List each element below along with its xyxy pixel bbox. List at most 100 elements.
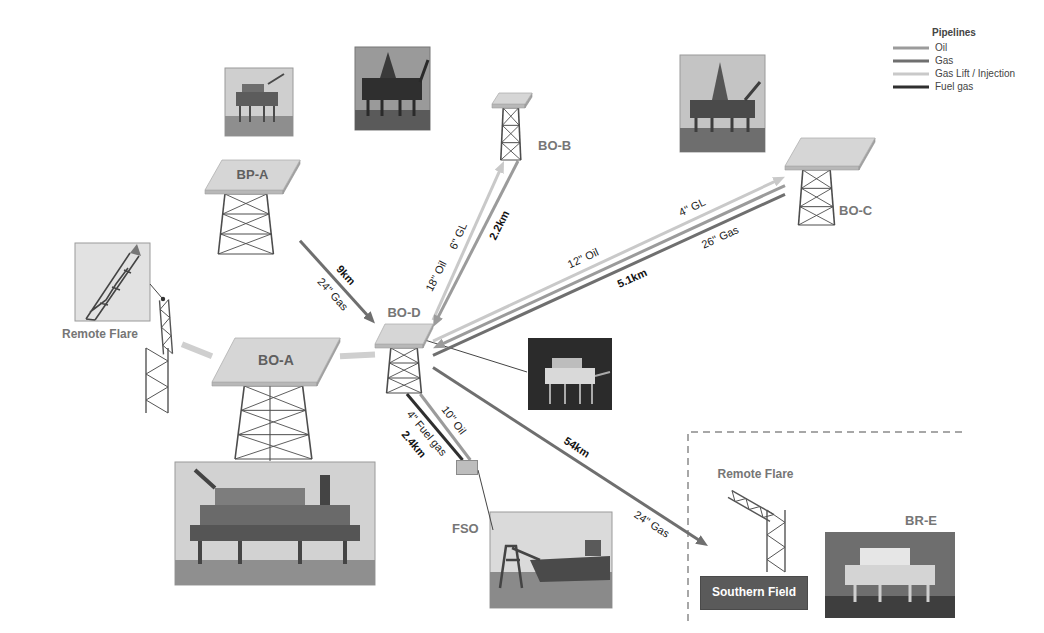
jacket-brace xyxy=(389,348,417,363)
platform-module xyxy=(242,84,264,92)
platform-deck xyxy=(236,92,278,106)
platform-name: BO-A xyxy=(258,352,294,368)
jacket-brace xyxy=(225,194,269,214)
jacket-brace xyxy=(800,206,833,207)
lattice-brace xyxy=(732,491,774,518)
box-outline xyxy=(457,461,478,475)
jacket-brace xyxy=(238,434,309,435)
jacket-leg xyxy=(267,194,274,254)
jacket-brace xyxy=(223,214,269,215)
deck-top xyxy=(785,138,875,166)
jacket-brace xyxy=(502,108,518,125)
platform-name: BR-E xyxy=(905,514,937,529)
sea xyxy=(680,128,765,152)
gas-pipeline xyxy=(300,241,372,320)
platform-name: BO-D xyxy=(387,306,420,321)
remote-flare: Remote Flare xyxy=(708,468,803,572)
platform-tower xyxy=(320,475,330,505)
lattice-brace xyxy=(767,510,785,572)
lattice-rail xyxy=(168,300,172,354)
legend-text: Fuel gas xyxy=(935,81,973,93)
leader-line xyxy=(150,284,527,530)
jacket-brace xyxy=(502,142,520,143)
flare-tip xyxy=(130,244,141,256)
platform: BP-A xyxy=(205,160,300,255)
jacket-brace xyxy=(502,143,521,160)
jacket-brace xyxy=(801,188,833,206)
platform-deck xyxy=(362,78,422,100)
region-outline xyxy=(688,432,962,622)
distance-label: 2.2km xyxy=(486,206,513,243)
jacket-brace xyxy=(388,378,420,379)
sea xyxy=(225,116,293,136)
platform: BO-A xyxy=(212,338,340,460)
node-shape xyxy=(492,93,532,161)
gas-lift-pipeline xyxy=(433,166,502,321)
box-outline xyxy=(701,577,808,610)
jacket-brace xyxy=(389,363,420,378)
platform-photo xyxy=(175,462,375,585)
remote-flare: Remote Flare xyxy=(62,288,182,413)
flare-boom xyxy=(86,253,139,320)
platform-photo xyxy=(528,338,612,410)
derrick xyxy=(712,62,728,100)
jacket-brace xyxy=(391,348,419,363)
jacket-brace xyxy=(241,410,309,434)
jacket-brace xyxy=(799,207,834,225)
platform-legs xyxy=(368,60,428,116)
jacket xyxy=(387,348,422,393)
legend-line xyxy=(893,47,929,50)
jacket xyxy=(501,108,521,160)
jacket-brace xyxy=(502,125,520,142)
deck-front xyxy=(785,166,859,170)
deck-top xyxy=(375,324,433,344)
oil-pipeline xyxy=(438,186,785,347)
photo-frame xyxy=(490,512,612,608)
jacket-brace xyxy=(503,108,519,125)
fso-photo xyxy=(490,512,612,608)
gas-lift-pipeline xyxy=(433,179,780,341)
jacket-brace xyxy=(241,386,302,410)
jacket-brace xyxy=(800,207,835,225)
platform-photo xyxy=(225,68,293,136)
platform-deck xyxy=(690,100,755,118)
lattice-rail xyxy=(145,348,146,413)
jacket-brace xyxy=(389,363,418,364)
leader-dot xyxy=(161,297,165,301)
photo-frame xyxy=(528,338,612,410)
jacket-leg xyxy=(501,108,503,160)
jacket-leg xyxy=(799,170,803,225)
distance-label: 5.1km xyxy=(613,265,650,291)
deck-front xyxy=(375,344,423,348)
lattice-rail xyxy=(167,348,168,413)
field-name: Southern Field xyxy=(712,586,796,600)
jacket xyxy=(218,194,273,254)
gas-pipeline xyxy=(433,194,785,355)
jacket-brace xyxy=(501,160,521,161)
vessel-name: FSO xyxy=(452,522,479,537)
legend-text: Gas Lift / Injection xyxy=(935,68,1015,80)
platform-module xyxy=(860,548,910,565)
legend-line xyxy=(893,60,929,63)
jacket-brace xyxy=(501,143,520,160)
pipe-label: 12" Oil xyxy=(564,245,602,271)
jacket-brace xyxy=(221,234,272,235)
platform-photo xyxy=(355,47,430,130)
lattice-brace xyxy=(146,348,168,413)
jacket-brace xyxy=(502,125,520,142)
legend-line xyxy=(893,86,929,89)
legend-title: Pipelines xyxy=(932,27,976,38)
platform-module xyxy=(552,358,582,368)
platform-module xyxy=(215,488,305,505)
legend-line xyxy=(893,73,929,76)
node-shape xyxy=(62,288,182,413)
jacket-leg xyxy=(303,386,312,459)
flare-name: Remote Flare xyxy=(62,328,138,342)
photo-frame xyxy=(225,68,293,136)
photo-frame xyxy=(355,47,430,130)
distance-label: 9km xyxy=(332,261,358,288)
sea xyxy=(825,596,955,618)
platform-legs xyxy=(696,82,760,132)
bridge xyxy=(182,344,212,356)
platform-name: BO-C xyxy=(839,204,872,219)
